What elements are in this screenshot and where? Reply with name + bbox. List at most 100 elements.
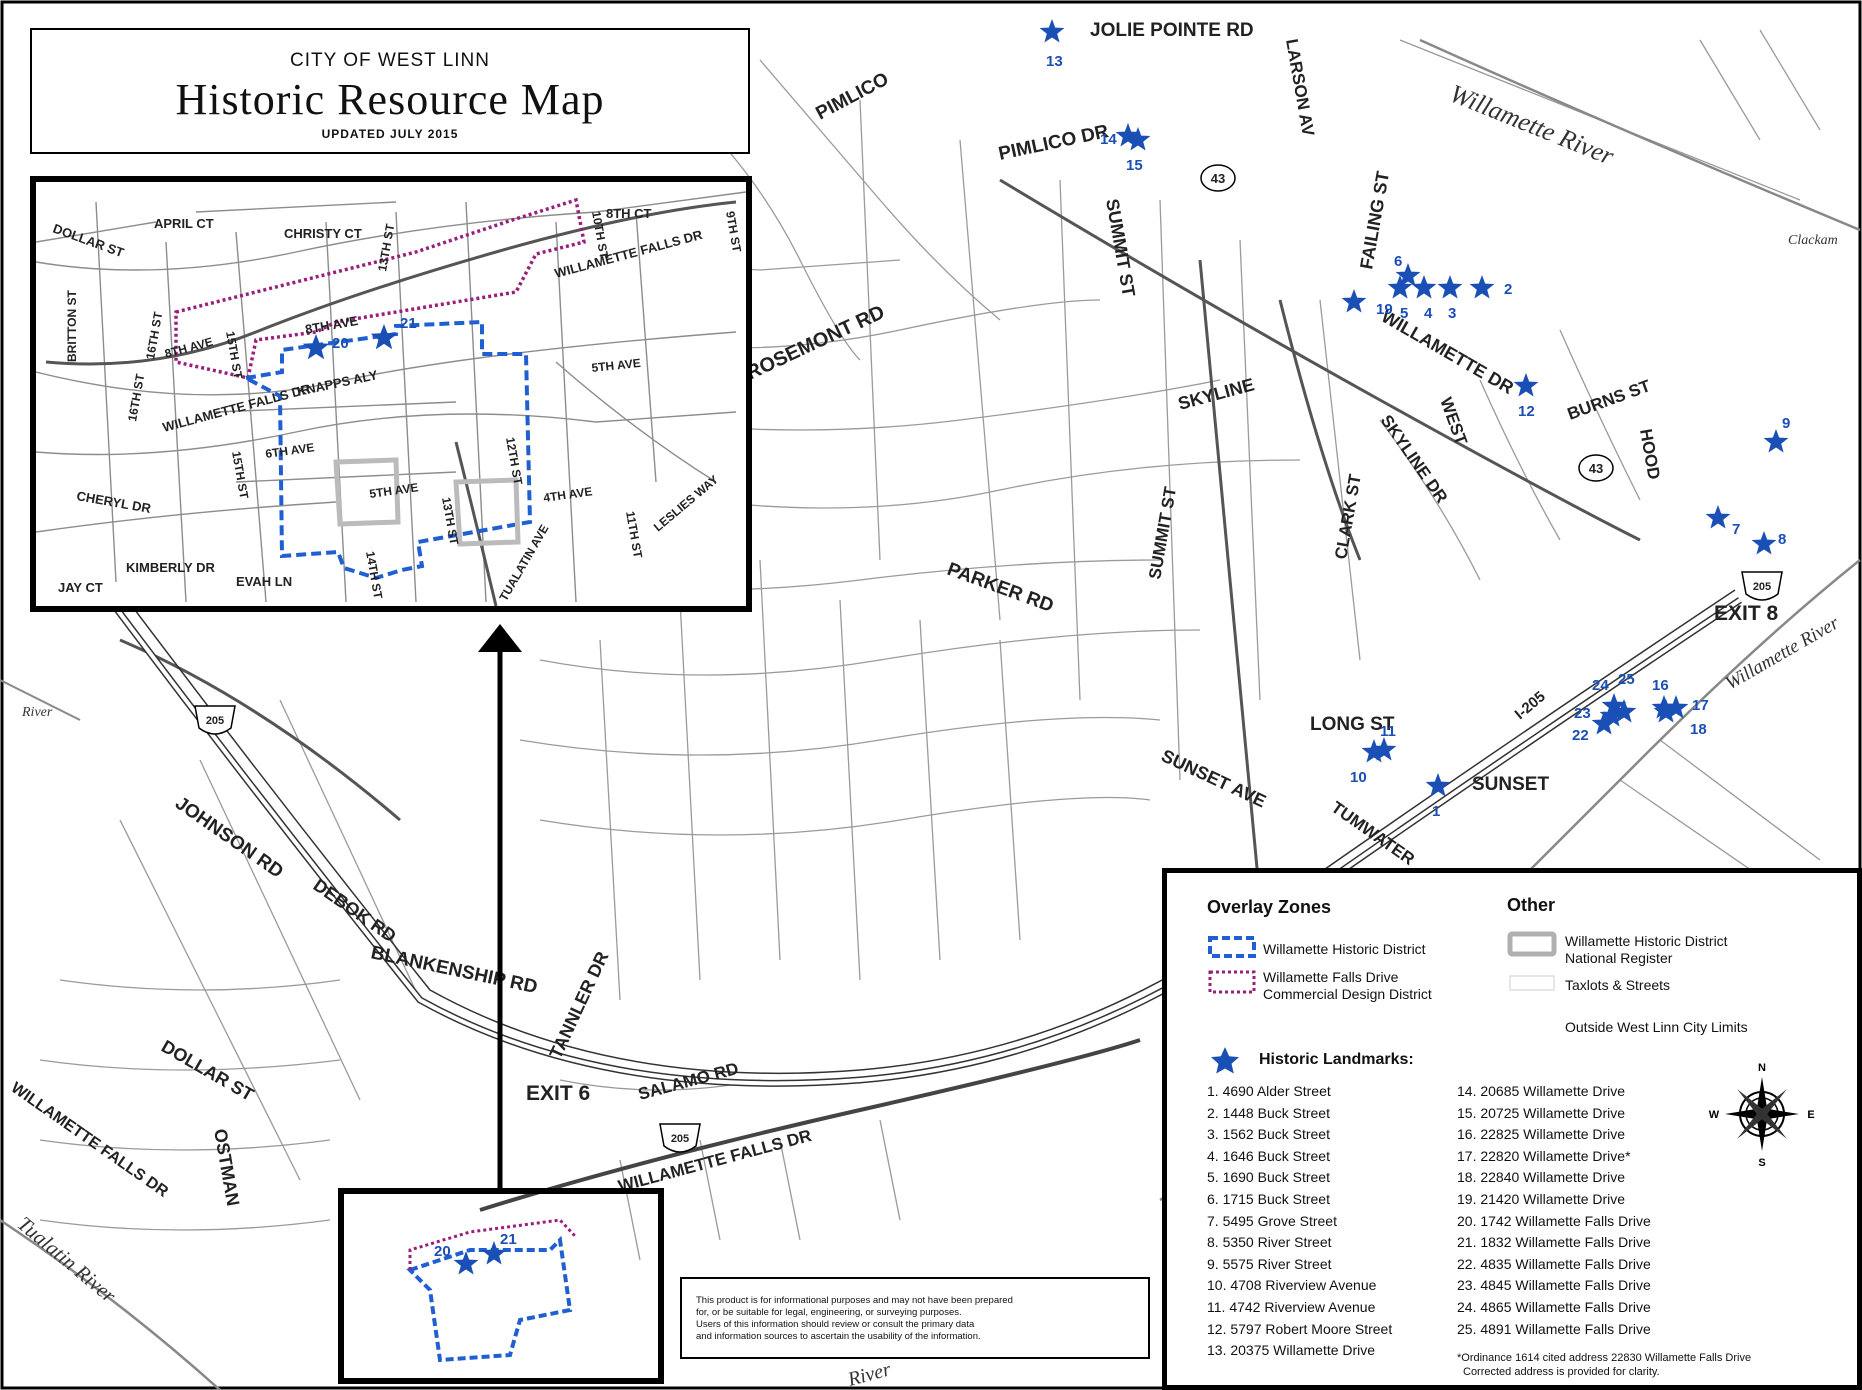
landmark-marker-label: 4 (1424, 305, 1433, 322)
landmark-list-item: 11. 4742 Riverview Avenue (1207, 1298, 1376, 1315)
disclaimer-line: for, or be suitable for legal, engineeri… (696, 1307, 962, 1318)
landmark-list-left: 1. 4690 Alder Street 2. 1448 Buck Street 3… (1207, 1081, 1392, 1362)
star-icon (1361, 739, 1387, 763)
star-icon (453, 1251, 479, 1275)
inset-5th-ave-right: 5TH AVE (591, 356, 642, 375)
landmark-marker-4[interactable]: 4 (1411, 275, 1437, 322)
legend-footnote-line2: Corrected address is provided for clarit… (1463, 1366, 1660, 1378)
star-icon (1395, 263, 1421, 287)
landmark-list-item: 9. 5575 River Street (1207, 1255, 1332, 1272)
inset-8th-ct: 8TH CT (606, 206, 652, 221)
legend-national-register-line1: Willamette Historic District (1565, 933, 1728, 949)
landmark-list-item: 2. 1448 Buck Street (1207, 1104, 1330, 1121)
landmark-marker-18[interactable]: 18 (1653, 699, 1707, 738)
inset-britton: BRITTON ST (65, 290, 79, 362)
landmark-marker-17[interactable]: 17 (1663, 695, 1709, 719)
legend-other-title: Other (1507, 895, 1556, 915)
inset-map-small[interactable] (338, 1188, 664, 1384)
landmark-list-item: 8. 5350 River Street (1207, 1234, 1332, 1251)
landmark-marker-25[interactable]: 25 (1611, 671, 1637, 723)
inset-falls-district (174, 197, 587, 381)
landmark-marker-11[interactable]: 11 (1371, 723, 1397, 761)
landmark-marker-12[interactable]: 12 (1513, 373, 1539, 420)
inset-9th-st: 9TH ST (723, 210, 744, 254)
star-icon (1125, 127, 1151, 151)
landmark-marker-label: 20 (434, 1243, 451, 1260)
landmark-marker-label: 22 (1572, 727, 1589, 744)
label-river-west: River (21, 705, 53, 720)
inset-map-large[interactable]: APRIL CT CHRISTY CT 8TH CT DOLLAR ST BRI… (30, 176, 752, 612)
star-icon (1371, 737, 1397, 761)
landmark-marker-label: 1 (1432, 803, 1440, 820)
landmark-marker-label: 24 (1592, 677, 1609, 694)
inset-jay-ct: JAY CT (58, 580, 103, 595)
disclaimer-line: and information sources to ascertain the… (696, 1331, 981, 1342)
landmark-marker-19[interactable]: 19 (1341, 289, 1393, 318)
star-icon (370, 324, 398, 350)
inset-map-svg: APRIL CT CHRISTY CT 8TH CT DOLLAR ST BRI… (35, 191, 747, 607)
landmark-list-item: 23. 4845 Willamette Falls Drive (1457, 1277, 1651, 1294)
landmark-marker-1[interactable]: 1 (1425, 773, 1451, 820)
legend-landmarks-title: Historic Landmarks: (1259, 1051, 1414, 1068)
landmark-marker-15[interactable]: 15 (1125, 127, 1151, 174)
landmark-marker-22[interactable]: 22 (1572, 711, 1617, 744)
landmark-marker-label: 17 (1692, 697, 1709, 714)
title-updated: UPDATED JULY 2015 (321, 127, 459, 141)
swatch-falls-district (1208, 970, 1256, 994)
legend: Overlay Zones Other Willamette Historic … (1162, 868, 1862, 1390)
star-icon (1611, 699, 1637, 723)
landmark-marker-label: 15 (1126, 157, 1143, 174)
landmark-marker-9[interactable]: 9 (1763, 415, 1791, 453)
landmark-list-item: 21. 1832 Willamette Falls Drive (1457, 1234, 1651, 1251)
landmark-marker-3[interactable]: 3 (1437, 275, 1463, 322)
landmark-marker-24[interactable]: 24 (1592, 677, 1627, 717)
inset-13th-st: 13TH ST (375, 222, 397, 272)
landmark-marker-2[interactable]: 2 (1469, 275, 1513, 299)
swatch-taxlots (1509, 975, 1555, 991)
compass-s: S (1758, 1157, 1765, 1169)
inset-dollar-st: DOLLAR ST (51, 221, 126, 261)
landmark-marker-20[interactable]: 20 (302, 334, 349, 360)
landmark-marker-7[interactable]: 7 (1705, 505, 1741, 538)
landmark-marker-13[interactable]: 13 (1039, 19, 1065, 70)
landmark-marker-label: 25 (1618, 671, 1635, 688)
inset-16th-st-2: 16TH ST (125, 372, 147, 422)
star-icon (1763, 429, 1789, 453)
star-icon (1513, 373, 1539, 397)
label-clackamas: Clackam (1788, 233, 1838, 248)
star-icon (1591, 711, 1617, 735)
landmark-list-item: 1. 4690 Alder Street (1207, 1083, 1331, 1099)
inset-11th-st: 11TH ST (623, 510, 645, 560)
landmark-marker-23[interactable]: 23 (1574, 703, 1625, 727)
inset-falls-dr-inner: WILLAMETTE FALLS DR (553, 227, 705, 281)
landmark-list-item: 7. 5495 Grove Street (1207, 1212, 1337, 1229)
landmark-marker-20[interactable]: 20 (434, 1243, 479, 1275)
landmark-marker-8[interactable]: 8 (1751, 531, 1787, 555)
landmark-marker-10[interactable]: 10 (1350, 739, 1387, 786)
label-exit8: EXIT 8 (1714, 602, 1779, 625)
inset-16th-st: 16TH ST (143, 310, 165, 360)
inset-streets (35, 191, 747, 603)
star-icon (1599, 703, 1625, 727)
landmark-marker-label: 16 (1652, 677, 1669, 694)
landmark-list-item: 24. 4865 Willamette Falls Drive (1457, 1298, 1651, 1315)
legend-outside-city: Outside West Linn City Limits (1565, 1019, 1748, 1035)
landmark-list-item: 3. 1562 Buck Street (1207, 1126, 1330, 1143)
landmark-marker-label: 8 (1778, 531, 1786, 548)
star-icon (1039, 19, 1065, 43)
small-inset-district-outline (406, 1218, 577, 1363)
landmark-marker-21[interactable]: 21 (370, 315, 417, 350)
landmark-marker-21[interactable]: 21 (481, 1231, 517, 1265)
landmark-marker-5[interactable]: 5 (1387, 275, 1413, 322)
shield-label-205b: 205 (671, 1133, 689, 1145)
shield-label-205a: 205 (206, 715, 224, 727)
landmark-marker-14[interactable]: 14 (1100, 123, 1141, 148)
landmark-marker-label: 11 (1380, 723, 1396, 740)
star-icon (1387, 275, 1413, 299)
landmark-marker-label: 23 (1574, 705, 1591, 722)
landmark-marker-label: 13 (1046, 53, 1063, 70)
inset-5th-ave: 5TH AVE (368, 480, 419, 501)
star-icon (1411, 275, 1437, 299)
landmark-marker-6[interactable]: 6 (1394, 253, 1421, 287)
